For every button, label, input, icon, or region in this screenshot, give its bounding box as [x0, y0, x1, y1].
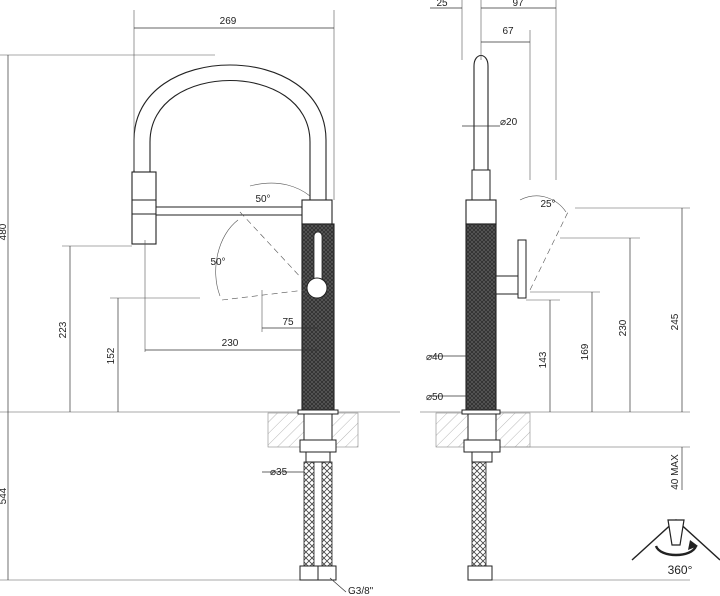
angle-arc-lower	[215, 219, 239, 297]
dim-67: 67	[502, 26, 514, 37]
dim-dia20: ⌀20	[500, 117, 518, 128]
thread-leader	[329, 577, 347, 593]
angle-50-lower: 50°	[210, 257, 225, 268]
angle-arc-upper	[249, 182, 311, 197]
collar-side	[465, 199, 497, 225]
spout-side	[473, 54, 489, 170]
dim-544: 544	[0, 487, 9, 504]
dim-dia20-value: 20	[506, 117, 518, 128]
hose-right	[321, 461, 333, 567]
dim-75: 75	[282, 317, 294, 328]
dim-25: 25	[436, 0, 448, 9]
lever-knob	[306, 277, 328, 299]
dim-97: 97	[512, 0, 524, 9]
holder-bar	[155, 206, 303, 216]
dim-245: 245	[670, 313, 681, 330]
spout-outer	[133, 64, 327, 205]
dim-230-front: 230	[222, 338, 239, 349]
thread-label: G3/8"	[348, 586, 374, 596]
dim-269: 269	[220, 16, 237, 27]
dim-dia40-value: 40	[432, 352, 444, 363]
dim-223: 223	[58, 321, 69, 338]
dim-169: 169	[580, 343, 591, 360]
side-view	[420, 0, 690, 581]
dim-230-side: 230	[618, 319, 629, 336]
handshower-head	[131, 171, 157, 245]
dim-35: ⌀35	[270, 467, 288, 478]
dim-152: 152	[106, 347, 117, 364]
spout-inner	[149, 79, 311, 205]
dim-40max: 40 MAX	[670, 454, 681, 490]
lever-side	[517, 239, 527, 299]
lever-base-side	[495, 275, 519, 295]
hose-left	[303, 461, 315, 567]
dim-143: 143	[538, 351, 549, 368]
collar-front	[301, 199, 333, 225]
rotation-icon	[631, 519, 720, 561]
rotation-label: 360°	[668, 563, 693, 577]
angle-25: 25°	[540, 199, 555, 210]
angle-50-upper: 50°	[255, 194, 270, 205]
dim-dia50: ⌀50	[426, 392, 444, 403]
body-side	[465, 223, 497, 411]
dim-35-value: 35	[276, 467, 288, 478]
front-view	[0, 10, 400, 581]
dim-480: 480	[0, 223, 9, 240]
dim-dia50-value: 50	[432, 392, 444, 403]
hose-side	[471, 461, 487, 567]
dim-dia40: ⌀40	[426, 352, 444, 363]
